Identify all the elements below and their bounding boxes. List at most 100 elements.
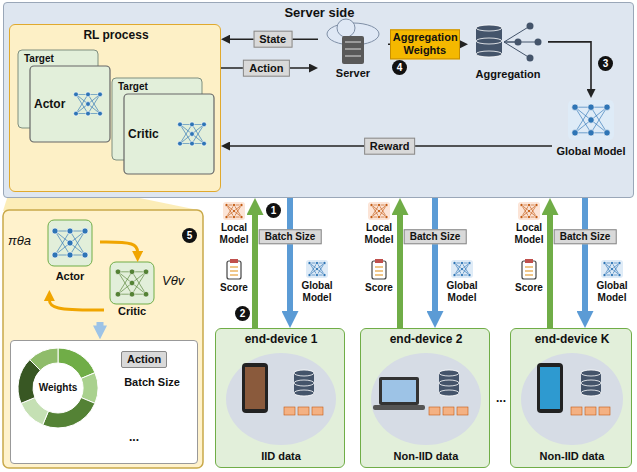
net-link [522,217,530,218]
net-neuron [143,291,149,297]
agg-port [535,39,542,46]
part-label: Global Model [295,280,339,303]
net-neuron [115,291,121,297]
net-neuron [604,130,610,136]
net-neuron [572,130,578,136]
phone-screen [245,367,265,409]
net-link [591,132,607,133]
net-neuron [468,273,471,276]
net-neuron [610,273,613,276]
net-link [88,94,100,95]
net-link [118,294,132,295]
net-link [192,124,204,143]
main-card [124,94,214,174]
net-link [612,275,620,276]
net-neuron [232,215,235,218]
net-link [132,272,146,283]
net-link [88,94,100,113]
node-icon [361,329,491,469]
agg-port [527,55,534,62]
score-line [375,270,383,271]
part-label: ... [114,431,154,445]
database-disk [294,380,314,386]
net-neuron [129,269,135,275]
net-link [522,205,530,206]
net-link [132,294,146,295]
net-neuron [74,111,79,116]
database-body [581,373,601,393]
action-panel: ActionWeights [10,340,198,464]
node-text: end-device K [511,333,633,347]
net-neuron [315,261,318,264]
part-label: Score [360,282,398,294]
device-ground [521,353,623,445]
net-link [612,263,620,275]
data-folder [312,407,323,415]
server-tower [342,36,364,64]
edge-label: Action [243,60,289,77]
net-link [132,272,146,294]
part-label: Score [215,282,253,294]
agg-link [504,42,530,58]
net-neuron [232,203,235,206]
net-link [310,263,318,275]
database-body [294,373,314,393]
net-neuron [86,92,91,97]
score-line [230,274,238,275]
node-icon [112,78,214,174]
net-link [118,272,132,283]
net-neuron [308,261,311,264]
net-neuron [178,141,183,146]
net-neuron [385,215,388,218]
net-neuron [98,111,103,116]
net-neuron [520,215,523,218]
node-text: Non-IID data [361,450,491,463]
phone-body [242,363,268,413]
net-neuron [202,141,207,146]
net-link [180,143,192,144]
score-line [525,274,533,275]
callout-number: 2 [235,306,250,321]
net-neuron [520,203,523,206]
data-folder [457,407,468,415]
net-link [76,104,88,114]
agg-port [527,23,534,30]
net-neuron [460,261,463,264]
net-neuron [74,92,79,97]
net-link [310,275,318,276]
net-neuron [610,261,613,264]
net-neuron [460,273,463,276]
net-link [575,120,591,133]
net-neuron [588,104,594,110]
net-link [605,269,613,275]
cloud [327,23,379,45]
net-neuron [453,273,456,276]
net-link [192,124,204,134]
part-label: Local Model [510,222,548,245]
cloud [337,19,355,37]
score-clip [525,259,533,263]
node-text: Actor [34,98,72,112]
net-link [612,263,620,275]
net-link [591,107,607,133]
target-card [18,50,98,128]
net-link [192,124,204,143]
upload-arrow [397,210,403,328]
net-link [372,205,380,211]
node-icon [8,216,100,290]
node-text: πθa [8,234,44,249]
model-tile [110,262,154,304]
database-disk [476,51,502,57]
weight-slice [30,348,58,370]
net-link [462,263,470,269]
net-link [227,205,235,217]
net-link [455,263,463,264]
net-link [522,205,530,211]
net-link [132,271,146,272]
score-line [525,270,533,271]
score-board [522,261,536,279]
database-disk [439,390,459,396]
node-text: Server side [4,6,635,21]
net-link [192,124,204,125]
